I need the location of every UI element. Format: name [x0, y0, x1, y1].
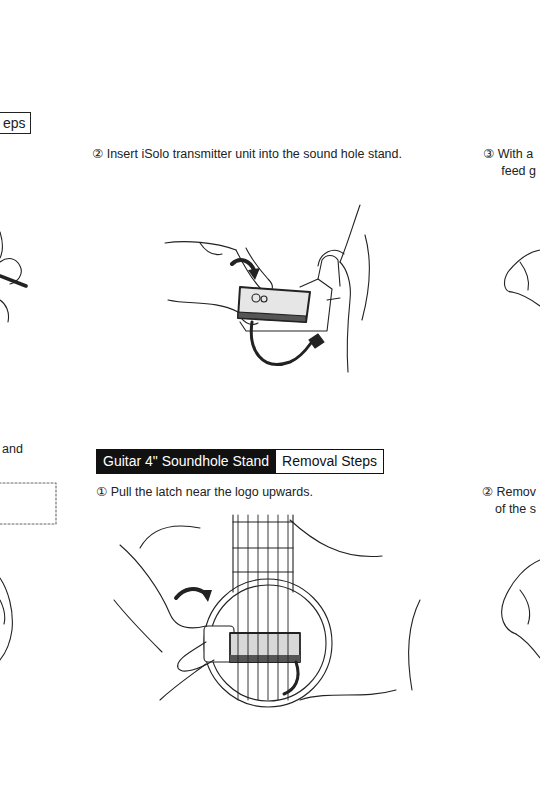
box-text: Removal Steps: [282, 453, 377, 470]
step-instruction: and: [2, 441, 23, 457]
title-suffix-box: Removal Steps: [275, 449, 384, 474]
title-band: Guitar 4" Soundhole Stand: [96, 449, 276, 474]
step-instruction: ② Remov: [482, 484, 536, 500]
box-text: eps: [3, 114, 26, 132]
box-text: Guitar 4" Soundhole Stand: [103, 453, 269, 470]
step-instruction: ③ With a: [483, 146, 533, 162]
step-instruction: feed g: [501, 163, 536, 179]
step-heading-box: eps: [0, 112, 31, 134]
step-instruction: ② Insert iSolo transmitter unit into the…: [92, 146, 402, 162]
step-instruction: ① Pull the latch near the logo upwards.: [96, 484, 313, 500]
step-instruction: of the s: [495, 501, 536, 517]
